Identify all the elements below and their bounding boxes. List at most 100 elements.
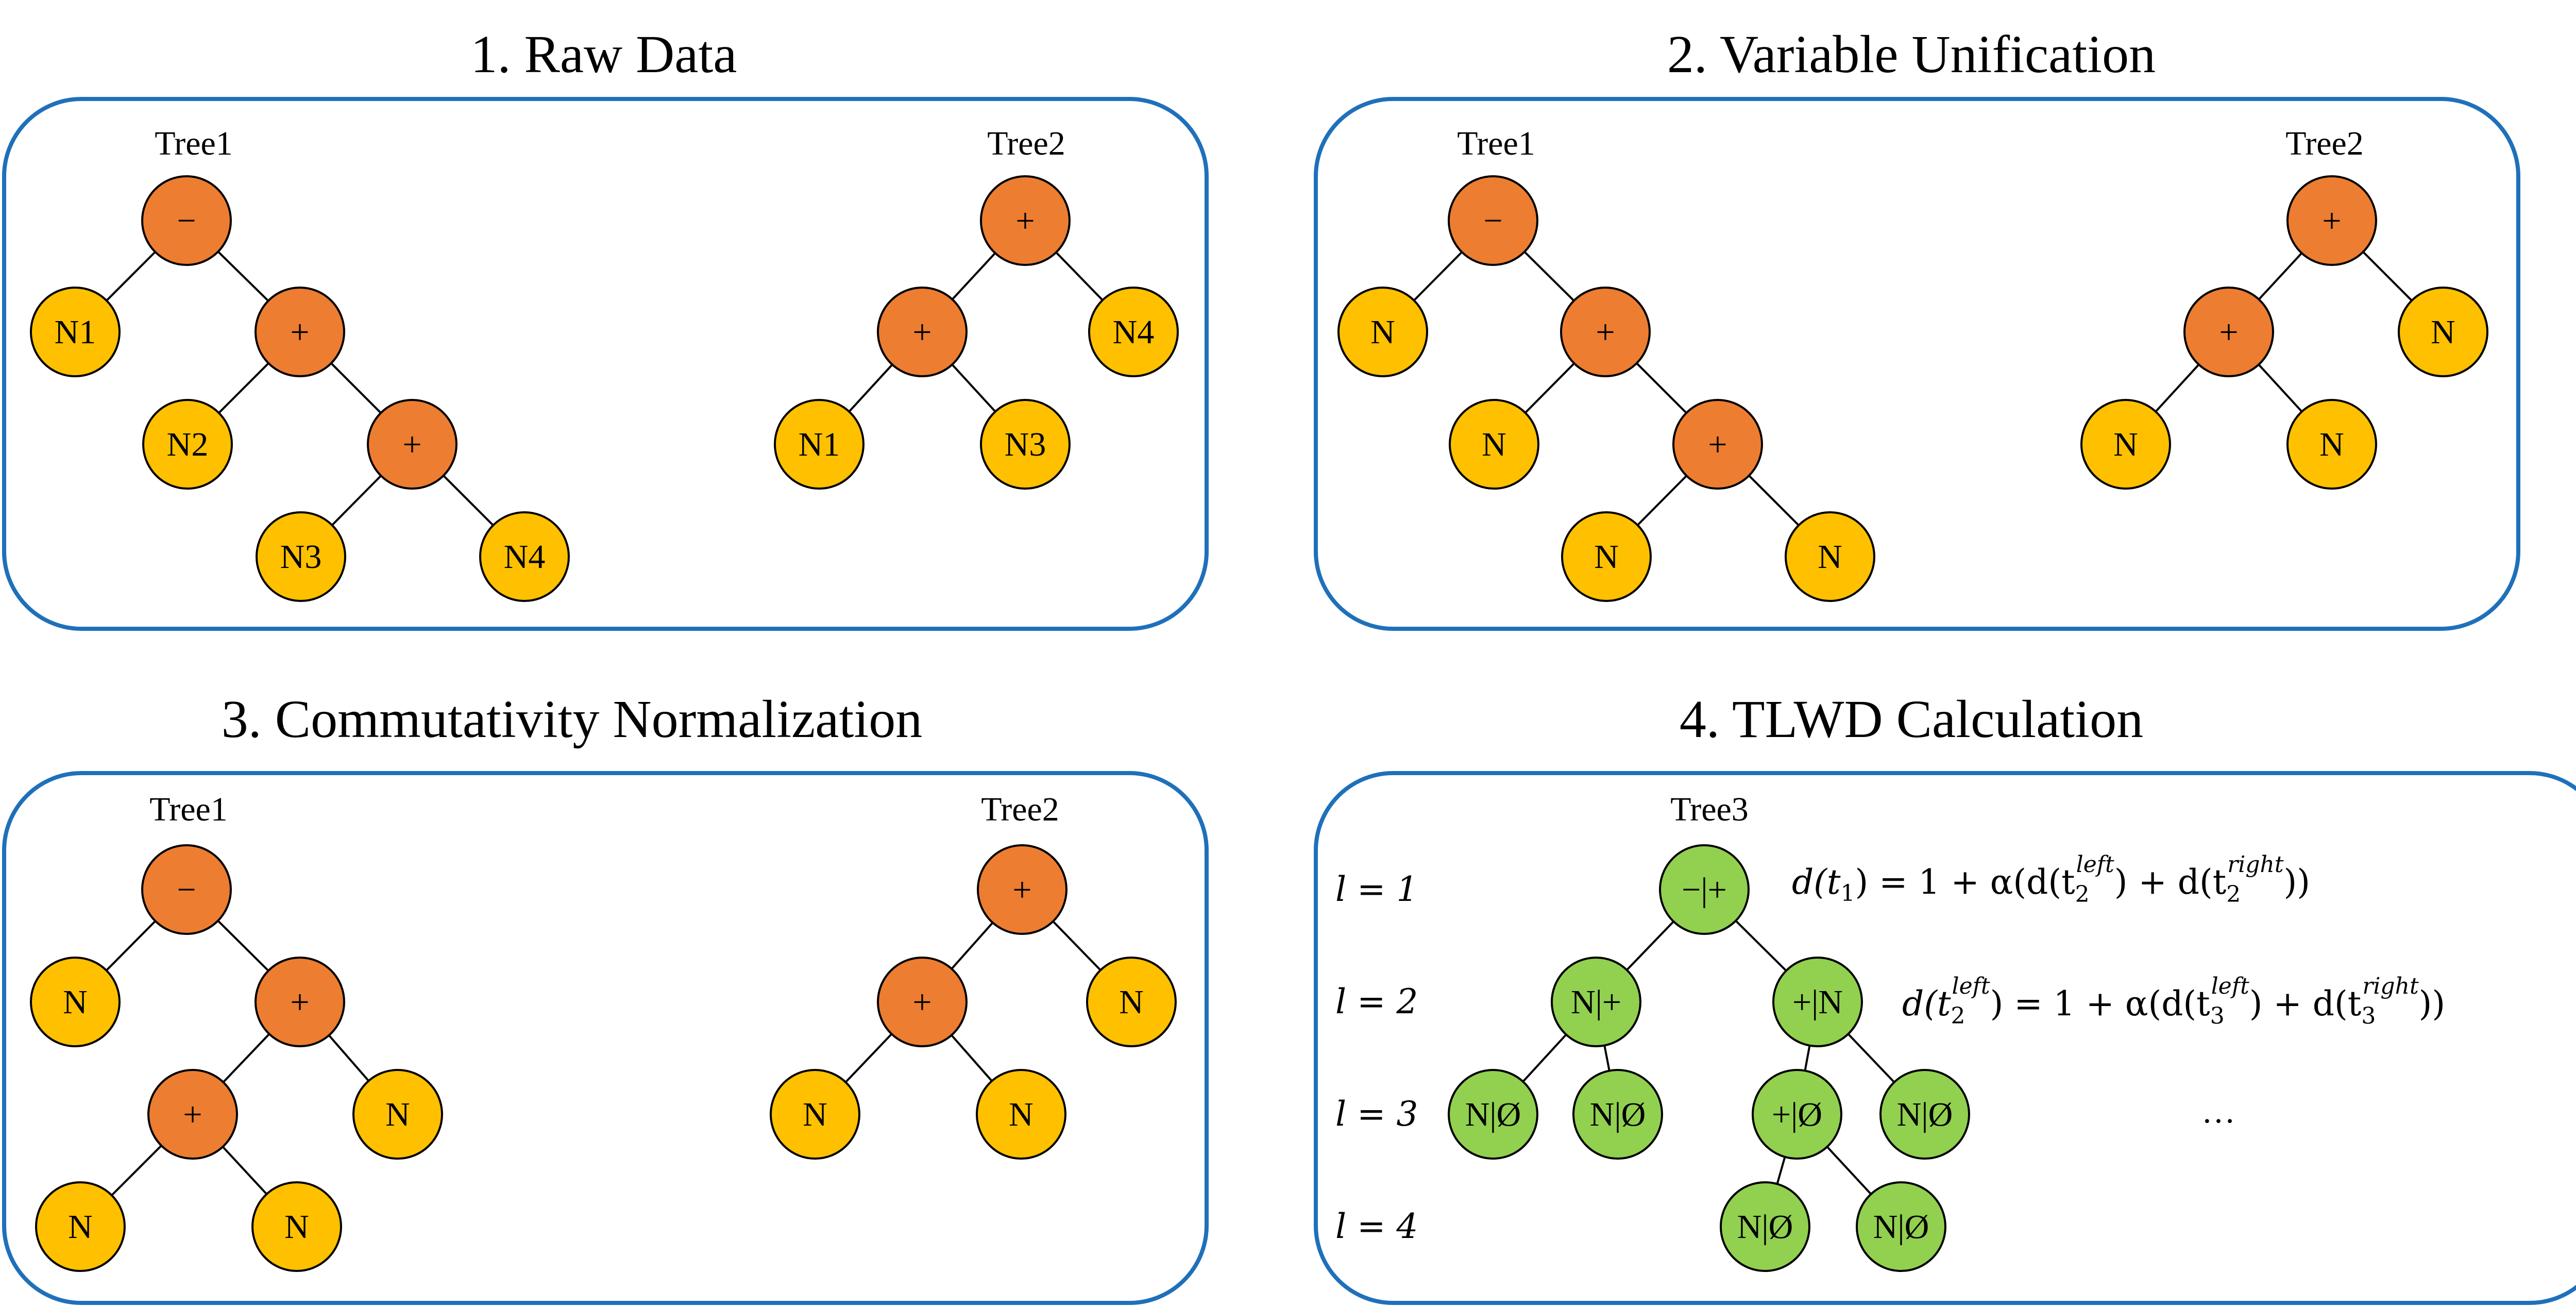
formula-subscript: 3 <box>2361 1003 2376 1029</box>
variable-node <box>770 1069 860 1160</box>
node-label: + <box>402 426 421 463</box>
variable-node <box>256 511 346 602</box>
merged-node <box>1720 1181 1810 1272</box>
operator-node <box>2183 287 2274 377</box>
node-label: N <box>1818 538 1842 576</box>
node-label: N|Ø <box>1590 1096 1646 1133</box>
variable-node <box>1449 399 1539 490</box>
formula-superscript: left <box>2076 851 2114 878</box>
panel-frame <box>2 97 1209 631</box>
merged-node <box>1856 1181 1946 1272</box>
node-label: + <box>290 983 309 1021</box>
tree-label: Tree1 <box>1457 125 1535 162</box>
variable-node <box>2286 399 2377 490</box>
variable-node <box>1086 957 1177 1047</box>
merged-node <box>1772 957 1863 1047</box>
operator-node <box>141 175 232 266</box>
panel-title: 1. Raw Data <box>471 25 737 84</box>
node-label: N|Ø <box>1737 1208 1793 1246</box>
operator-node <box>980 175 1071 266</box>
level-label: l = 1 <box>1335 869 1418 909</box>
node-label: N3 <box>1005 426 1046 463</box>
variable-node <box>2080 399 2171 490</box>
node-label: −|+ <box>1682 871 1727 909</box>
formula-part: ) = 1 + α(d(t <box>1990 984 2210 1024</box>
panel-commutativity-normalization: 3. Commutativity Normalization Tree1 − N… <box>2 690 1209 1305</box>
tree2: Tree2 + + N N N <box>2080 125 2488 490</box>
node-label: N <box>803 1096 827 1133</box>
panel-frame <box>1314 771 2576 1305</box>
node-label: + <box>183 1096 202 1133</box>
panel-frame <box>1314 97 2520 631</box>
tree1: Tree1 − N + N + N N <box>1337 125 1875 602</box>
operator-node <box>977 844 1067 935</box>
tree-label: Tree1 <box>155 125 233 162</box>
level-label: l = 3 <box>1335 1094 1418 1134</box>
node-label: N <box>1370 313 1395 351</box>
node-label: N|Ø <box>1465 1096 1521 1133</box>
formula-part: ) + d(t <box>2114 862 2227 902</box>
panel-title: 3. Commutativity Normalization <box>222 690 922 749</box>
node-label: +|N <box>1792 983 1843 1021</box>
node-label: +|Ø <box>1772 1096 1822 1133</box>
panel-tlwd-calculation: 4. TLWD Calculation l = 1 l = 2 l = 3 l … <box>1314 690 2576 1305</box>
variable-node <box>142 399 233 490</box>
node-label: N|Ø <box>1897 1096 1953 1133</box>
node-label: + <box>912 313 931 351</box>
node-label: + <box>2219 313 2238 351</box>
formula-superscript: right <box>2362 973 2419 999</box>
tree-label: Tree3 <box>1670 791 1749 828</box>
tree3: Tree3 −|+ N|+ +|N N|Ø N|Ø +|Ø N|Ø N|Ø <box>1448 791 1970 1272</box>
tree2: Tree2 + + N N N <box>770 791 1177 1160</box>
operator-node <box>147 1069 238 1160</box>
variable-node <box>980 399 1071 490</box>
variable-node <box>1785 511 1875 602</box>
variable-node <box>30 287 121 377</box>
formula-superscript: left <box>1952 973 1990 999</box>
formula-part: ) = 1 + α(d(t <box>1855 862 2075 902</box>
tree1: Tree1 − N + + N N N <box>30 791 443 1272</box>
formula-left-subtree-distance: d(t2left) = 1 + α(d(t3left) + d(t3right)… <box>1902 973 2445 1029</box>
operator-node <box>1448 175 1538 266</box>
node-label: − <box>1483 202 1502 240</box>
formula-part: ) + d(t <box>2249 984 2362 1024</box>
variable-node <box>352 1069 443 1160</box>
variable-node <box>1088 287 1179 377</box>
node-label: + <box>912 983 931 1021</box>
operator-node <box>1672 399 1763 490</box>
variable-node <box>1561 511 1652 602</box>
operator-node <box>367 399 457 490</box>
node-label: + <box>2322 202 2341 240</box>
node-label: N <box>385 1096 410 1133</box>
node-label: + <box>1708 426 1727 463</box>
variable-node <box>976 1069 1066 1160</box>
variable-node <box>30 957 121 1047</box>
formula-subscript: 2 <box>2075 881 2090 908</box>
operator-node <box>877 287 968 377</box>
formula-root-distance: d(t1) = 1 + α(d(t2left) + d(t2right)) <box>1792 851 2310 908</box>
variable-node <box>479 511 570 602</box>
node-label: + <box>1012 871 1031 909</box>
node-label: N <box>1119 983 1144 1021</box>
merged-node <box>1572 1069 1663 1160</box>
variable-node <box>251 1181 342 1272</box>
node-label: N <box>2113 426 2138 463</box>
level-label: l = 4 <box>1335 1207 1418 1246</box>
node-label: − <box>177 202 196 240</box>
panel-title: 4. TLWD Calculation <box>1680 690 2143 749</box>
node-label: N4 <box>504 538 546 576</box>
panel-variable-unification: 2. Variable Unification Tree1 − N + N + … <box>1314 25 2520 631</box>
operator-node <box>2286 175 2377 266</box>
operator-node <box>877 957 968 1047</box>
node-label: + <box>1015 202 1035 240</box>
node-label: N <box>63 983 88 1021</box>
node-label: N1 <box>55 313 96 351</box>
node-label: N <box>68 1208 93 1246</box>
formula-subscript: 2 <box>1951 1003 1965 1029</box>
panel-raw-data: 1. Raw Data Tree1 − N1 + N2 + N3 N4 <box>2 25 1209 631</box>
node-label: + <box>1596 313 1615 351</box>
tree-label: Tree1 <box>149 791 228 828</box>
formula-part: )) <box>2419 984 2446 1024</box>
formula-part: )) <box>2284 862 2311 902</box>
